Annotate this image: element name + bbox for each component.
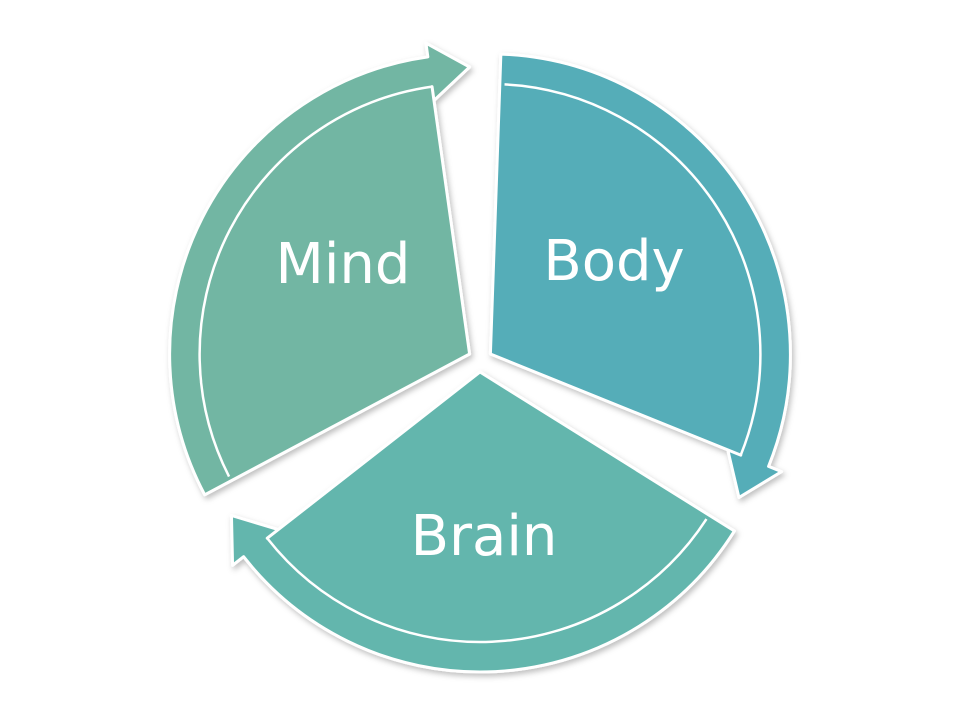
segment-body-shape [488,52,792,499]
arrow-band-mind [198,85,433,478]
segment-mind [168,41,472,497]
arrow-band-body [504,83,762,456]
segment-brain-shape [229,370,736,674]
segment-label-body: Body [543,229,684,294]
segment-label-brain: Brain [411,504,558,569]
segment-label-mind: Mind [276,232,411,297]
segment-brain [229,370,736,674]
segment-body [488,52,792,499]
arrow-band-brain [266,518,708,644]
segment-mind-shape [168,41,472,497]
